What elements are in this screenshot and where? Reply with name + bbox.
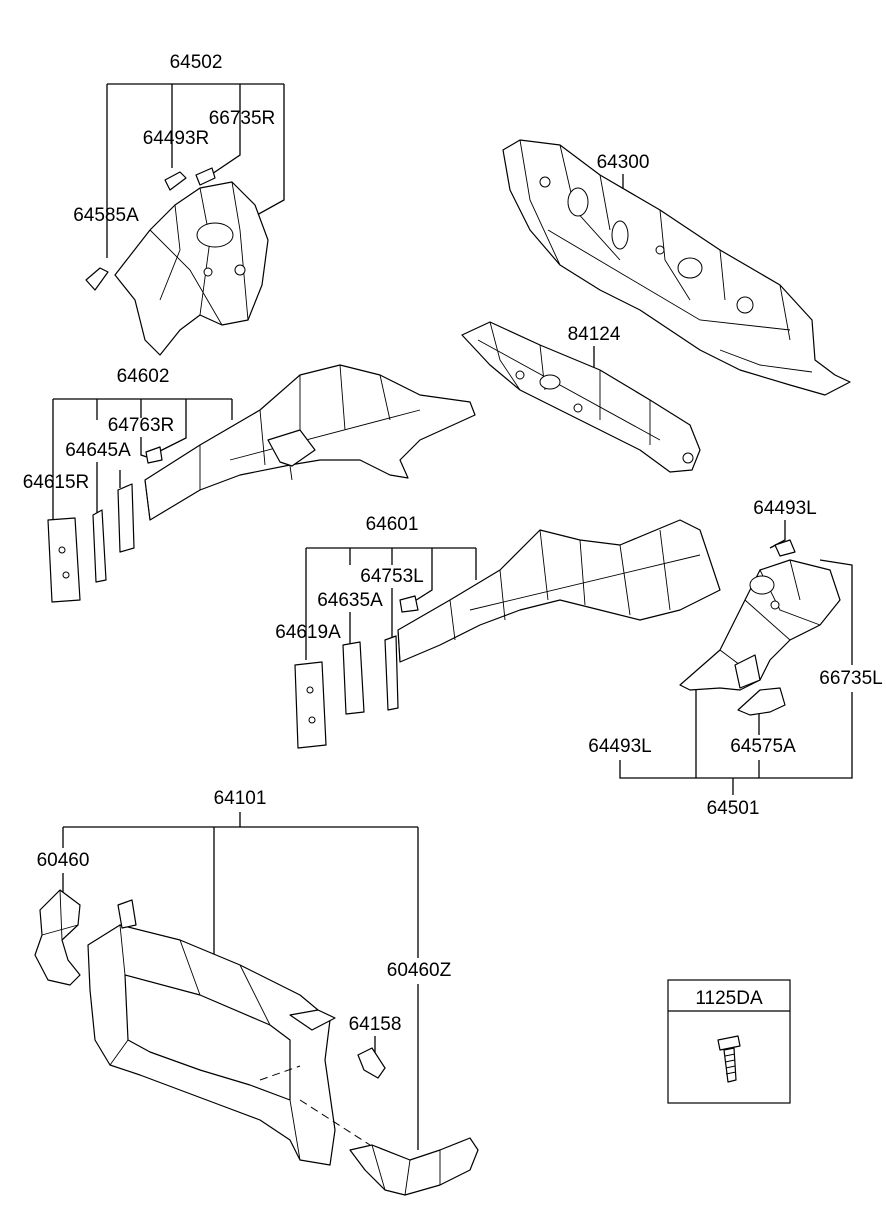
- label-64101[interactable]: 64101: [214, 788, 267, 809]
- legend-box-1125DA: 1125DA: [667, 979, 791, 1104]
- label-64601[interactable]: 64601: [366, 514, 419, 535]
- label-64493R[interactable]: 64493R: [143, 128, 210, 149]
- group-64501: 64493L 66735L 64493L 64575A 64501: [588, 498, 882, 819]
- label-64585A[interactable]: 64585A: [73, 205, 139, 226]
- label-84124[interactable]: 84124: [568, 324, 621, 345]
- label-64753L[interactable]: 64753L: [360, 566, 423, 587]
- label-66735R[interactable]: 66735R: [209, 108, 276, 129]
- label-64615R[interactable]: 64615R: [23, 472, 90, 493]
- legend-box-title: 1125DA: [695, 988, 763, 1009]
- label-64501[interactable]: 64501: [707, 798, 760, 819]
- group-64601: 64601 64753L 64635A 64619A: [275, 514, 721, 749]
- label-64645A[interactable]: 64645A: [65, 440, 131, 461]
- group-64502: 64502 66735R 64493R 64585A: [73, 52, 285, 356]
- label-66735L[interactable]: 66735L: [819, 668, 882, 689]
- label-64575A[interactable]: 64575A: [730, 736, 796, 757]
- label-60460[interactable]: 60460: [37, 850, 90, 871]
- label-60460Z[interactable]: 60460Z: [387, 960, 452, 981]
- label-64619A[interactable]: 64619A: [275, 622, 341, 643]
- bolt-icon: [717, 1035, 741, 1083]
- group-64101: 64101 60460 60460Z 64158: [34, 788, 479, 1196]
- group-84124: 84124: [461, 321, 701, 473]
- label-64502[interactable]: 64502: [170, 52, 223, 73]
- label-64300[interactable]: 64300: [597, 152, 650, 173]
- label-64602[interactable]: 64602: [117, 366, 170, 387]
- label-64763R[interactable]: 64763R: [108, 415, 175, 436]
- label-64635A[interactable]: 64635A: [317, 590, 383, 611]
- group-64602: 64602 64763R 64645A 64615R: [23, 364, 476, 603]
- label-64158[interactable]: 64158: [349, 1014, 402, 1035]
- label-64493L-top[interactable]: 64493L: [753, 498, 816, 519]
- label-64493L-bottom[interactable]: 64493L: [588, 736, 651, 757]
- group-64300: 64300: [502, 139, 851, 396]
